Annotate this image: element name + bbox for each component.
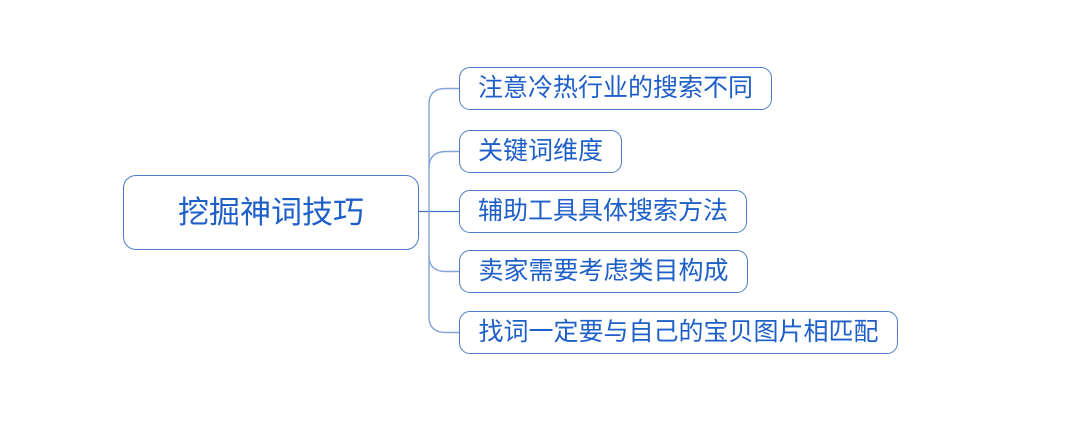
child-node-5[interactable]: 找词一定要与自己的宝贝图片相匹配 bbox=[459, 311, 898, 354]
child-node-3[interactable]: 辅助工具具体搜索方法 bbox=[459, 190, 747, 233]
child-node-3-label: 辅助工具具体搜索方法 bbox=[477, 198, 728, 225]
child-node-4[interactable]: 卖家需要考虑类目构成 bbox=[459, 250, 748, 293]
child-node-1[interactable]: 注意冷热行业的搜索不同 bbox=[459, 67, 772, 110]
child-node-1-label: 注意冷热行业的搜索不同 bbox=[477, 75, 753, 102]
child-node-2-label: 关键词维度 bbox=[477, 138, 603, 165]
child-node-5-label: 找词一定要与自己的宝贝图片相匹配 bbox=[478, 319, 879, 346]
branch-line-trunk bbox=[428, 87, 459, 334]
branch-line-child-4 bbox=[428, 255, 459, 273]
root-node[interactable]: 挖掘神词技巧 bbox=[123, 175, 419, 250]
branch-line-child-2 bbox=[428, 150, 459, 169]
child-node-4-label: 卖家需要考虑类目构成 bbox=[478, 258, 729, 285]
child-node-2[interactable]: 关键词维度 bbox=[459, 130, 622, 173]
root-node-label: 挖掘神词技巧 bbox=[178, 195, 364, 230]
